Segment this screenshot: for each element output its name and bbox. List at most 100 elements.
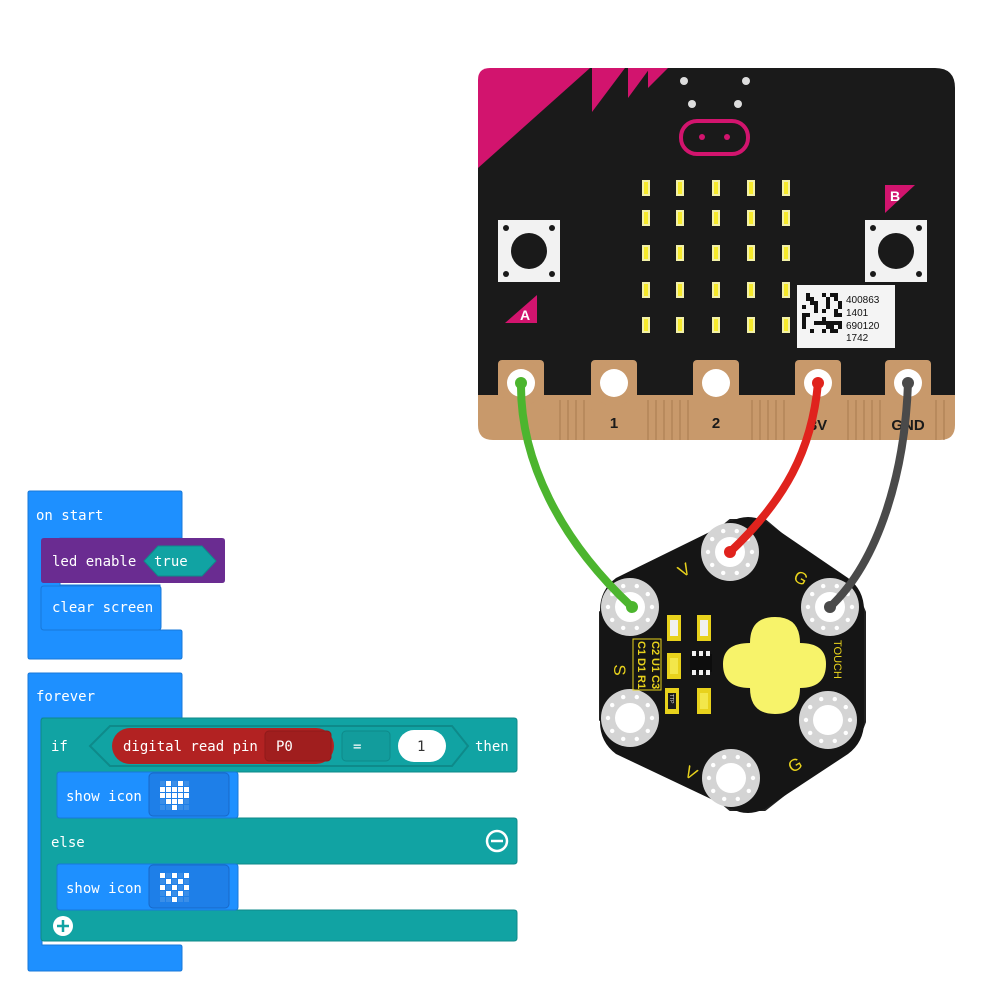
led-core (644, 247, 648, 259)
qr-cell (810, 329, 814, 333)
on-start-label: on start (36, 508, 103, 524)
button-a-screw (503, 225, 509, 231)
digital-read-pin-label: digital read pin (123, 739, 258, 755)
pin-label-1: 1 (610, 415, 618, 432)
hole-ring-dot (710, 536, 715, 542)
button-b-label: B (890, 188, 900, 204)
hole-ring-dot (834, 625, 839, 631)
hole-ring-dot (821, 625, 826, 631)
qr-cell (814, 321, 818, 325)
if-else-block[interactable] (40, 717, 518, 942)
icon-cell (160, 897, 165, 902)
button-a-screw (503, 271, 509, 277)
hole-ring-dot (621, 694, 626, 700)
ic-pin (706, 670, 710, 675)
touch-sensor-module: V G S G V TOUCH C2 U1 C3 C1 D1 R1 TTP (599, 517, 866, 813)
hole-ring-dot (832, 738, 837, 744)
clear-screen-label: clear screen (52, 600, 153, 616)
forever-block[interactable] (27, 672, 183, 972)
hole-ring-dot (849, 604, 855, 610)
component-label: R1 (635, 675, 647, 689)
qr-cell (814, 305, 818, 309)
qr-cell (822, 293, 826, 297)
qr-text-line: 400863 (846, 295, 880, 306)
wire-green-end (515, 377, 527, 389)
hole-ring-dot (819, 696, 824, 702)
icon-cell (172, 781, 177, 786)
icon-cell (160, 873, 165, 878)
button-a-cap[interactable] (511, 233, 547, 269)
icon-cell (184, 879, 189, 884)
hole-ring-dot (705, 549, 711, 555)
qr-cell (838, 325, 842, 329)
button-b-screw (916, 271, 922, 277)
icon-cell (178, 793, 183, 798)
led-core (644, 319, 648, 331)
qr-cell (814, 309, 818, 313)
qr-cell (802, 313, 806, 317)
qr-cell (834, 297, 838, 301)
hole-ring-dot (734, 528, 739, 534)
hole-ring-dot (734, 570, 739, 576)
clear-screen-block[interactable] (40, 585, 162, 631)
pin-label-2: 2 (712, 415, 720, 432)
icon-cell (166, 799, 171, 804)
icon-cell (172, 897, 177, 902)
qr-code-icon (802, 293, 842, 333)
button-a-marker (505, 295, 537, 323)
led-core (678, 284, 682, 296)
hole-ring-dot (750, 775, 756, 781)
then-label: then (475, 739, 509, 755)
board-dot (734, 100, 742, 108)
icon-cell (184, 781, 189, 786)
compare-value: 1 (417, 739, 425, 755)
component-label: C2 (649, 641, 661, 655)
icon-cell (166, 897, 171, 902)
show-icon-label-1: show icon (66, 789, 142, 805)
led-core (644, 212, 648, 224)
led-core (714, 247, 718, 259)
icon-cell (160, 805, 165, 810)
led-core (714, 319, 718, 331)
led-core (749, 284, 753, 296)
qr-cell (826, 305, 830, 309)
sensor-hole-v-bottom (702, 749, 760, 807)
hole-ring-dot (645, 728, 650, 734)
remove-else-icon[interactable] (485, 829, 509, 853)
icon-cell (160, 885, 165, 890)
led-core (678, 247, 682, 259)
hole-ring-dot (746, 762, 751, 768)
wire-green-signal (516, 379, 636, 611)
qr-cell (806, 297, 810, 301)
compare-value-input[interactable] (398, 730, 446, 762)
component-label: U1 (649, 658, 661, 672)
true-toggle[interactable] (143, 545, 217, 577)
pin-2 (693, 360, 739, 412)
smd-resistor-body (668, 693, 676, 709)
icon-cell (178, 805, 183, 810)
icon-cell (178, 873, 183, 878)
icon-cell (160, 799, 165, 804)
icon-cell (166, 805, 171, 810)
qr-cell (818, 321, 822, 325)
button-b-cap[interactable] (878, 233, 914, 269)
hole-ring-dot (810, 617, 815, 623)
pin-dropdown[interactable] (264, 730, 332, 762)
qr-cell (822, 329, 826, 333)
qr-cell (830, 321, 834, 325)
icon-cell (184, 891, 189, 896)
hole-ring-dot (610, 728, 615, 734)
hole-ring-dot (610, 617, 615, 623)
qr-cell (838, 321, 842, 325)
wire-green-end (626, 601, 638, 613)
hole-ring-dot (819, 738, 824, 744)
hole-ring-dot (746, 788, 751, 794)
operator-dropdown[interactable] (341, 730, 391, 762)
touch-pad[interactable] (723, 617, 826, 714)
microbit-board: A B 400863 1401 690120 1742 (478, 68, 955, 440)
hole-ring-dot (749, 549, 755, 555)
icon-cell (166, 879, 171, 884)
hole-ring-dot (843, 704, 848, 710)
led-core (644, 182, 648, 194)
